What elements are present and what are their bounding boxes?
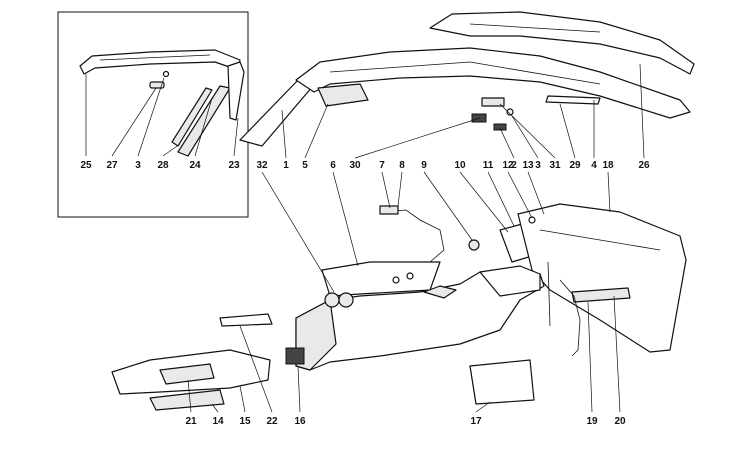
- inset-headliner-strip: [79, 49, 241, 75]
- inset-clip: [149, 81, 165, 89]
- console-recess: [285, 347, 305, 365]
- label-31: 31: [549, 160, 561, 171]
- vent-right: [338, 292, 354, 308]
- label-14: 14: [212, 416, 224, 427]
- console-tray: [321, 261, 441, 297]
- inset-pillar-end: [227, 61, 245, 121]
- label-1: 1: [283, 160, 289, 171]
- label-8: 8: [399, 160, 405, 171]
- switch-panel: [571, 287, 631, 303]
- label-3-inset: 3: [135, 160, 141, 171]
- leader-lines: [85, 63, 645, 413]
- label-28: 28: [157, 160, 169, 171]
- mirror-base: [481, 97, 505, 107]
- label-19: 19: [586, 416, 598, 427]
- label-12: 12: [502, 160, 514, 171]
- visor-clip: [493, 123, 507, 131]
- switch-wiring: [559, 279, 581, 357]
- tray-fastener-a: [406, 272, 414, 280]
- label-17: 17: [470, 416, 482, 427]
- label-26: 26: [638, 160, 650, 171]
- label-27: 27: [106, 160, 118, 171]
- tray-fastener-b: [392, 276, 400, 284]
- fastener-screw: [506, 108, 514, 116]
- label-16: 16: [294, 416, 306, 427]
- vent-left: [324, 292, 340, 308]
- label-5: 5: [302, 160, 308, 171]
- label-25: 25: [80, 160, 92, 171]
- console-shifter-plate: [423, 285, 457, 299]
- label-7: 7: [379, 160, 385, 171]
- interior-light: [545, 95, 601, 105]
- harness-connector: [379, 205, 399, 215]
- label-18: 18: [602, 160, 614, 171]
- label-15: 15: [239, 416, 251, 427]
- inset-fastener: [162, 70, 170, 78]
- label-6: 6: [330, 160, 336, 171]
- label-23: 23: [228, 160, 240, 171]
- side-trim-panel: [517, 203, 687, 353]
- label-20: 20: [614, 416, 626, 427]
- floor-mat: [219, 313, 273, 327]
- label-32: 32: [256, 160, 268, 171]
- console-rear-box: [479, 265, 541, 297]
- label-30: 30: [349, 160, 361, 171]
- sun-visor: [317, 83, 369, 107]
- headliner-seam: [329, 61, 601, 85]
- grommet: [468, 239, 480, 251]
- label-10: 10: [454, 160, 466, 171]
- floor-bracket: [149, 389, 225, 411]
- rear-trim-seam: [469, 23, 601, 33]
- central-console: [295, 269, 545, 371]
- rear-roof-trim: [429, 11, 695, 75]
- storage-bin: [469, 359, 535, 405]
- inset-trim-rail-a: [171, 87, 213, 147]
- side-panel-seam: [539, 229, 661, 251]
- inset-strip-seam: [99, 54, 211, 61]
- label-22: 22: [266, 416, 278, 427]
- panel-cutout-edge: [547, 261, 551, 327]
- inset-frame: [57, 11, 249, 218]
- label-29: 29: [569, 160, 581, 171]
- label-4: 4: [591, 160, 597, 171]
- headliner-panel: [295, 47, 691, 119]
- label-24: 24: [189, 160, 201, 171]
- floor-tray-insert: [159, 363, 215, 385]
- label-21: 21: [185, 416, 197, 427]
- trim-fastener: [528, 216, 536, 224]
- label-9: 9: [421, 160, 427, 171]
- wiring-harness: [379, 209, 445, 271]
- label-2: 2: [511, 160, 517, 171]
- label-3: 3: [535, 160, 541, 171]
- label-11: 11: [483, 160, 494, 171]
- bin-edge: [469, 365, 477, 405]
- label-13: 13: [522, 160, 534, 171]
